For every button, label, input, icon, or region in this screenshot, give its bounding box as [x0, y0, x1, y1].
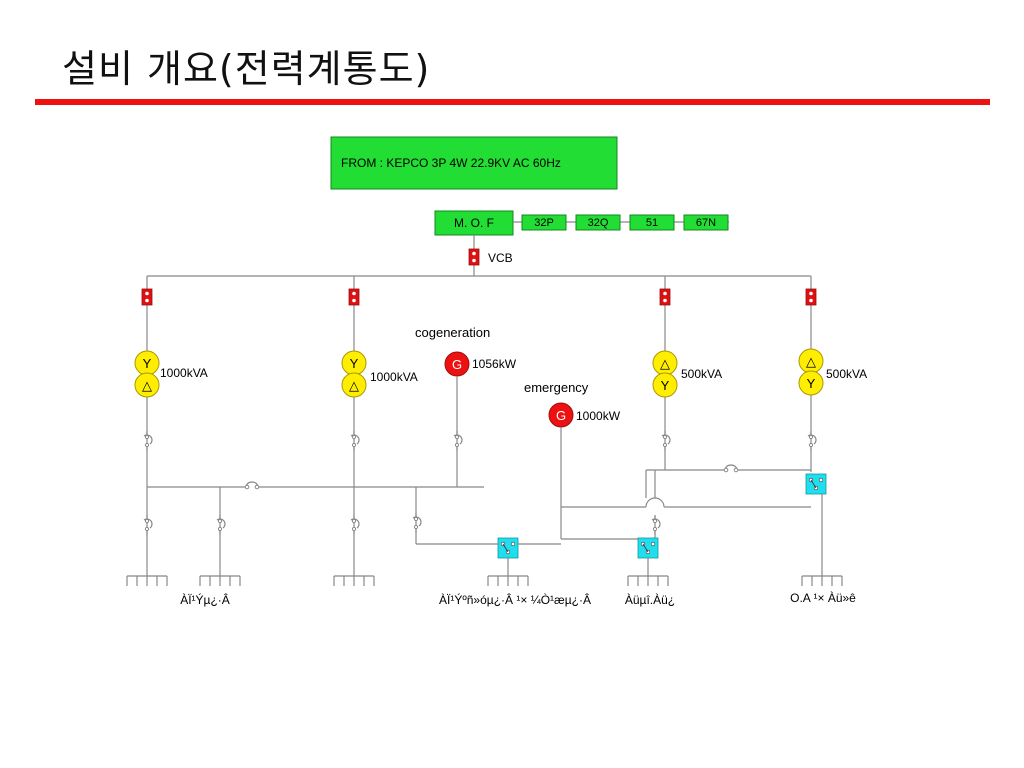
- transformer-2: Y △ 1000kVA: [341, 350, 418, 398]
- relay-32p-label: 32P: [534, 217, 554, 229]
- transformer-rating: 500kVA: [826, 367, 867, 381]
- page-title: 설비 개요(전력계통도): [62, 47, 431, 91]
- disconnect-switch-icon: [661, 430, 671, 452]
- emergency-rating: 1000kW: [576, 409, 621, 423]
- source-label: FROM : KEPCO 3P 4W 22.9KV AC 60Hz: [341, 156, 561, 170]
- generator-symbol: G: [556, 408, 566, 423]
- auto-transfer-switch-icon: [637, 537, 659, 559]
- vcb-breaker-icon: [468, 248, 480, 266]
- winding-top: △: [660, 356, 670, 371]
- disconnect-switch-icon: [350, 430, 360, 452]
- disconnect-switch-icon: [807, 430, 817, 452]
- bus-tie-switch-icon: [718, 464, 744, 473]
- cogeneration-label: cogeneration: [415, 325, 490, 340]
- emergency-label: emergency: [524, 380, 589, 395]
- disconnect-switch-icon: [216, 514, 226, 536]
- feeder-outlet-icon: [126, 575, 168, 587]
- relay-32q-label: 32Q: [588, 217, 609, 229]
- load-label-lighting: Àüµî.Àü¿­: [625, 592, 675, 607]
- transformer-rating: 1000kVA: [370, 370, 418, 384]
- disconnect-switch-icon: [143, 430, 153, 452]
- relay-box-67n: [683, 214, 729, 231]
- load-label-emergency-power: ÀÏ¹Ýºñ»óµ¿·Â ¹× ¼Ò¹æµ¿·Â: [439, 592, 591, 607]
- relay-67n-label: 67N: [696, 217, 716, 229]
- winding-bottom: Y: [807, 376, 816, 391]
- bus-tie-switch-icon: [239, 481, 265, 490]
- winding-bottom: △: [142, 378, 152, 393]
- transformer-rating: 500kVA: [681, 367, 722, 381]
- emergency-generator: emergency G 1000kW: [524, 380, 621, 428]
- transformer-4: △ Y 500kVA: [798, 348, 867, 396]
- relay-box-32p: [521, 214, 567, 231]
- feeder-outlet-icon: [801, 575, 843, 587]
- relay-box-32q: [575, 214, 621, 231]
- vcb-label: VCB: [488, 251, 513, 265]
- feeder-outlet-icon: [487, 575, 529, 587]
- disconnect-switch-icon: [350, 514, 360, 536]
- feeder-breaker-icon: [659, 288, 671, 306]
- relay-51-label: 51: [646, 217, 658, 229]
- cogeneration-rating: 1056kW: [472, 357, 517, 371]
- disconnect-switch-icon: [651, 514, 661, 536]
- auto-transfer-switch-icon: [497, 537, 519, 559]
- transformer-rating: 1000kVA: [160, 366, 208, 380]
- feeder-outlet-icon: [627, 575, 669, 587]
- auto-transfer-switch-icon: [805, 473, 827, 495]
- winding-top: △: [806, 354, 816, 369]
- feeder-breaker-icon: [805, 288, 817, 306]
- load-label-general-power: ÀÏ¹Ýµ¿·Â: [180, 592, 230, 607]
- winding-bottom: Y: [661, 378, 670, 393]
- feeder-outlet-icon: [199, 575, 241, 587]
- feeder-breaker-icon: [348, 288, 360, 306]
- feeder-breaker-icon: [141, 288, 153, 306]
- generator-symbol: G: [452, 357, 462, 372]
- transformer-1: Y △ 1000kVA: [134, 350, 208, 398]
- transformer-3: △ Y 500kVA: [652, 350, 722, 398]
- title-divider: [35, 99, 990, 105]
- disconnect-switch-icon: [143, 514, 153, 536]
- feeder-outlet-icon: [333, 575, 375, 587]
- winding-top: Y: [350, 356, 359, 371]
- winding-bottom: △: [349, 378, 359, 393]
- cogeneration-generator: cogeneration G 1056kW: [415, 325, 517, 377]
- disconnect-switch-icon: [412, 512, 422, 534]
- relay-box-51: [629, 214, 675, 231]
- disconnect-switch-icon: [453, 430, 463, 452]
- mof-label: M. O. F: [454, 216, 494, 230]
- load-label-oa: O.A ¹× Àü»ê: [790, 590, 856, 605]
- mof-box: [434, 210, 514, 236]
- source-box: [330, 136, 618, 190]
- winding-top: Y: [143, 356, 152, 371]
